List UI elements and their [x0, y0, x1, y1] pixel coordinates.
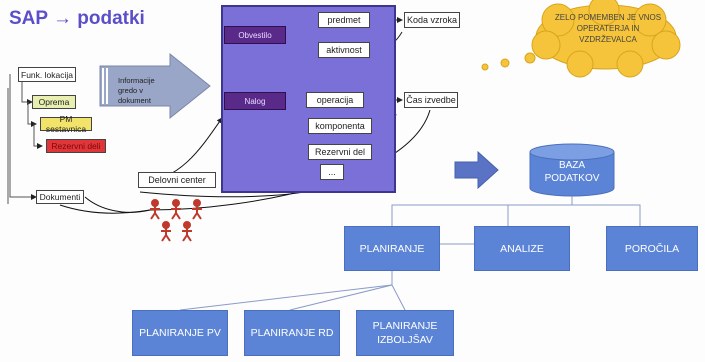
cloud-note: ZELO POMEMBEN JE VNOS OPERATERJA IN VZDR… [554, 13, 662, 44]
planiranje-box: PLANIRANJE [344, 226, 440, 271]
dokumenti-box: Dokumenti [36, 190, 84, 204]
pm-sestavnica-box: PM sestavnica [40, 114, 92, 134]
analize-box: ANALIZE [474, 226, 570, 271]
page-title: SAP → podatki [9, 8, 145, 29]
database-label: BAZA PODATKOV [544, 160, 600, 184]
porocila-box: POROČILA [606, 226, 698, 271]
thought-cloud [481, 0, 681, 78]
oprema-box: Oprema [32, 95, 76, 109]
koda-vzroka-box: Koda vzroka [404, 12, 460, 28]
planiranje-rd-box: PLANIRANJE RD [244, 310, 340, 356]
planiranje-pv-box: PLANIRANJE PV [132, 310, 228, 356]
planiranje-izboljsav-box: PLANIRANJE IZBOLJŠAV [356, 310, 454, 356]
komponenta-box: komponenta [308, 118, 372, 134]
information-arrow-label: Informacije gredo v dokument [118, 76, 155, 105]
cas-izvedbe-box: Čas izvedbe [404, 92, 458, 108]
people-icon-group [150, 199, 202, 242]
operacija-box: operacija [306, 92, 364, 108]
rezervni-del-box: Rezervni del [308, 144, 372, 160]
database-cylinder [529, 143, 615, 197]
funk-lokacija-box: Funk. lokacija [18, 67, 76, 82]
delovni-center-box: Delovni center [138, 172, 216, 188]
ellipsis-box: ... [320, 164, 344, 180]
nalog-box: Nalog [224, 92, 286, 110]
predmet-box: predmet [318, 12, 370, 28]
obvestilo-box: Obvestilo [224, 26, 286, 44]
rezervni-deli-box: Rezervni deli [46, 139, 106, 153]
information-arrow [99, 52, 211, 120]
aktivnost-box: aktivnost [318, 42, 370, 58]
